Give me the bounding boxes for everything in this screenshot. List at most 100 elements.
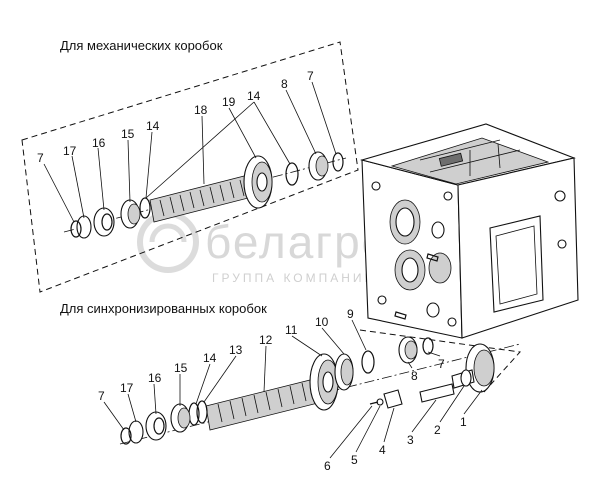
housing-upper-bore-inner (395, 207, 415, 237)
housing-side-cover-inner (495, 225, 538, 305)
label-8a: 8 (281, 77, 288, 91)
label-7a: 7 (37, 151, 44, 165)
housing-top-ribs (419, 139, 521, 176)
housing-side-bolt (557, 239, 567, 249)
leader-3 (411, 399, 437, 433)
mechanical-shaft-assembly (63, 151, 347, 239)
part-labels-bottom: 7 17 16 15 14 13 12 11 10 9 8 7 1 2 3 4 … (98, 307, 467, 473)
label-18: 18 (194, 103, 208, 117)
mechanical-variant-frame (21, 41, 359, 293)
watermark-brand: белагро (205, 216, 389, 268)
watermark: белагро ГРУППА КОМПАНИЙ (137, 211, 389, 285)
housing-aux-bore (428, 252, 452, 284)
shaft-12-splines (217, 382, 307, 423)
snap-ring-13 (196, 400, 208, 424)
housing-front-bolt (371, 181, 381, 191)
label-7d: 7 (438, 357, 445, 371)
snap-ring-14-top-right (285, 162, 299, 186)
label-7c: 7 (98, 389, 105, 403)
leader-16b (153, 383, 157, 415)
ring-7-bottom-right (422, 337, 434, 355)
leader-12 (263, 345, 267, 393)
label-15a: 15 (121, 127, 135, 141)
bottom-assembly-guide (359, 329, 522, 393)
pin-3 (419, 383, 455, 403)
leader-14a (145, 131, 153, 199)
housing-side-bolt (554, 190, 566, 202)
label-13: 13 (229, 343, 243, 357)
housing-small-bore (431, 221, 445, 239)
label-17a: 17 (63, 144, 77, 158)
label-3: 3 (407, 433, 414, 447)
label-4: 4 (379, 443, 386, 457)
label-10: 10 (315, 315, 329, 329)
label-8b: 8 (411, 369, 418, 383)
gear-10-teeth (340, 358, 354, 386)
bolt-6 (369, 401, 379, 405)
leader-8a (285, 89, 317, 155)
label-12: 12 (259, 333, 273, 347)
housing-stud (426, 253, 439, 262)
label-5: 5 (351, 453, 358, 467)
leader-14b (145, 101, 291, 199)
label-7b: 7 (307, 69, 314, 83)
leader-11 (291, 335, 323, 357)
label-14b: 14 (247, 89, 261, 103)
shaft-18-splines (159, 179, 245, 217)
leader-10 (321, 327, 345, 355)
shaft-2-end (460, 369, 472, 387)
housing-front-bolt (447, 317, 457, 327)
ring-7-bottom-left (120, 427, 132, 445)
leader-15a (127, 139, 131, 203)
leader-8b (407, 361, 413, 369)
label-15b: 15 (174, 361, 188, 375)
bearing-15-bottom-race (177, 407, 191, 429)
leader-2 (439, 385, 465, 423)
label-9: 9 (347, 307, 354, 321)
gearbox-housing (359, 123, 579, 339)
part-labels-top: 7 17 16 15 14 18 19 14 8 7 (37, 69, 314, 165)
caption-mechanical: Для механических коробок (60, 38, 223, 53)
leader-17b (127, 393, 137, 423)
leader-7a (43, 163, 75, 223)
leader-1 (463, 389, 483, 415)
label-6: 6 (324, 459, 331, 473)
leader-16a (97, 147, 105, 211)
gear-11-hub (322, 371, 334, 393)
watermark-logo-arc (149, 223, 187, 243)
seal-16-top-inner (101, 213, 113, 231)
snap-ring-14-top-left (139, 197, 151, 219)
housing-lower-bore-inner (401, 257, 419, 283)
housing-front-bolt (377, 295, 387, 305)
leader-7b (311, 81, 337, 155)
bearing-8-top-race (315, 155, 329, 177)
leader-9 (351, 319, 367, 351)
label-11: 11 (285, 323, 298, 337)
watermark-logo-ring (137, 211, 199, 273)
leader-7d (427, 351, 441, 357)
seal-16-bottom (145, 411, 167, 441)
housing-stud (394, 311, 407, 320)
leader-18 (201, 115, 205, 185)
gear-19-hub (256, 172, 268, 192)
housing-side-cover (489, 215, 544, 313)
label-16a: 16 (92, 136, 106, 150)
bearing-15-top-race (127, 203, 141, 225)
label-14c: 14 (203, 351, 217, 365)
seal-16-bottom-inner (153, 417, 165, 435)
label-17b: 17 (120, 381, 134, 395)
housing-front-bolt (443, 191, 453, 201)
leader-7c (103, 401, 125, 431)
caption-synchronized: Для синхронизированных коробок (60, 301, 267, 316)
housing-top-slot (438, 152, 464, 167)
seal-16-top (93, 207, 115, 237)
label-19: 19 (222, 95, 236, 109)
cover-17-bottom (128, 420, 144, 444)
leader-19 (228, 107, 257, 159)
leader-13 (203, 355, 237, 403)
ring-9 (361, 350, 375, 374)
label-2: 2 (434, 423, 441, 437)
leader-lines (43, 81, 483, 459)
